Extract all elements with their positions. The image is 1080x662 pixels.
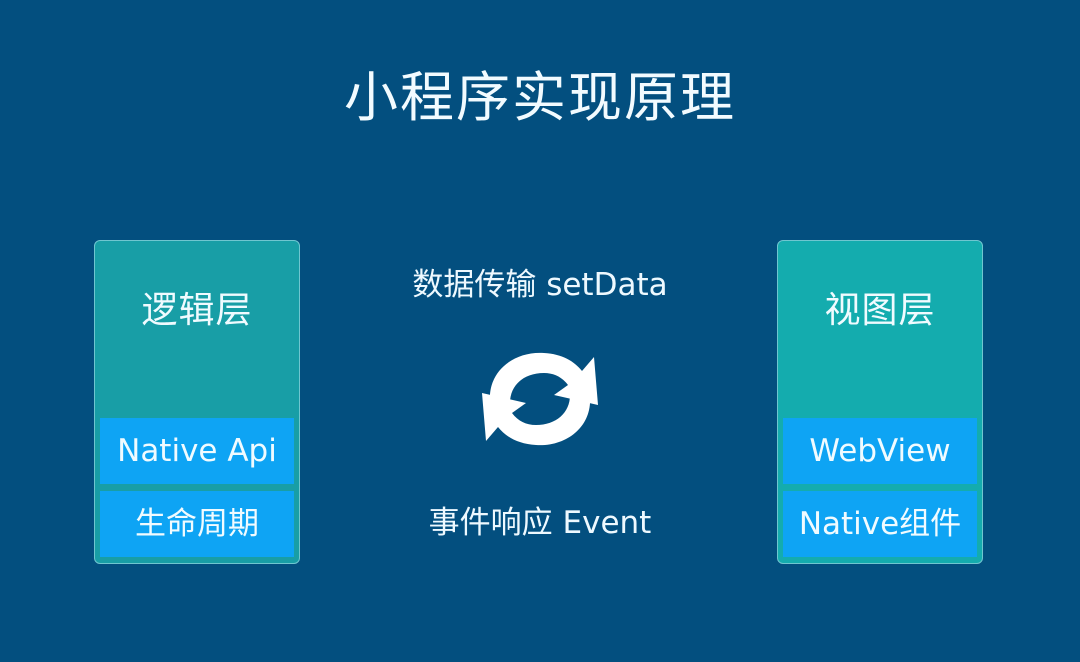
view-layer-title: 视图层 (824, 290, 936, 331)
sync-arrows-icon (474, 343, 606, 455)
webview-panel: WebView (783, 418, 977, 484)
event-label: 事件响应 Event (428, 505, 652, 541)
view-layer-box: 视图层 WebView Native组件 (777, 240, 983, 564)
native-component-panel: Native组件 (783, 491, 977, 557)
native-api-panel: Native Api (100, 418, 294, 484)
setdata-label: 数据传输 setData (412, 267, 668, 303)
lifecycle-panel: 生命周期 (100, 491, 294, 557)
logic-layer-title: 逻辑层 (141, 290, 253, 331)
logic-layer-box: 逻辑层 Native Api 生命周期 (94, 240, 300, 564)
slide-title: 小程序实现原理 (344, 66, 736, 129)
